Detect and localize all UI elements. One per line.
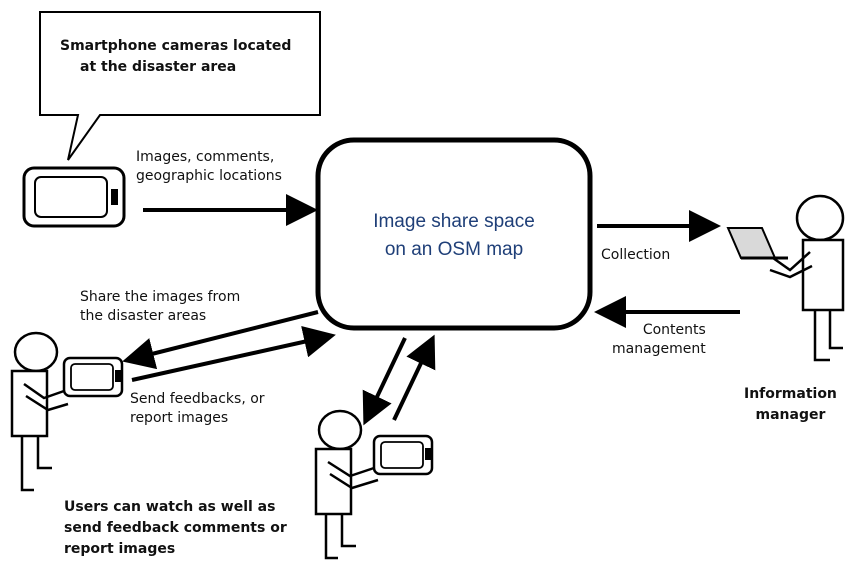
- contents-management-label: Contents management: [612, 321, 706, 359]
- image-share-space-box: [315, 137, 593, 331]
- speech-bubble-line-2: at the disaster area: [80, 59, 237, 75]
- collection-label: Collection: [601, 247, 671, 263]
- left-user-figure: [10, 331, 69, 492]
- information-manager-caption: Information manager: [744, 384, 837, 426]
- speech-bubble: [39, 11, 321, 161]
- share-label-line-1: Share the images from: [80, 289, 241, 305]
- contents-label-line-2: management: [612, 341, 706, 357]
- information-manager-figure: [769, 194, 845, 362]
- share-images-label: Share the images from the disaster areas: [80, 288, 240, 326]
- laptop-icon: [726, 227, 788, 260]
- share-label-line-2: the disaster areas: [80, 308, 207, 324]
- upload-label: Images, comments, geographic locations: [136, 148, 282, 186]
- users-caption-line-1: Users can watch as well as: [64, 499, 276, 515]
- center-box-line-2: on an OSM map: [384, 239, 524, 260]
- upload-label-line-1: Images, comments,: [136, 149, 275, 165]
- upload-label-line-2: geographic locations: [136, 168, 282, 184]
- smartphone-icon: [22, 166, 126, 228]
- bottom-user-figure: [314, 409, 379, 560]
- speech-bubble-line-1: Smartphone cameras located: [60, 38, 292, 54]
- center-box-line-1: Image share space: [373, 211, 535, 232]
- center-box-title: Image share space on an OSM map: [318, 208, 590, 264]
- manager-caption-line-1: Information: [744, 386, 837, 402]
- down-to-user-arrow: [362, 337, 407, 426]
- left-user-smartphone-icon: [62, 356, 124, 398]
- speech-bubble-text: Smartphone cameras located at the disast…: [60, 36, 291, 78]
- users-caption-line-2: send feedback comments or: [64, 520, 287, 536]
- feedback-label-line-1: Send feedbacks, or: [130, 391, 265, 407]
- share-images-arrow: [122, 310, 319, 370]
- users-caption-line-3: report images: [64, 541, 176, 557]
- up-from-user-arrow: [392, 334, 436, 421]
- contents-label-line-1: Contents: [642, 322, 706, 338]
- users-caption: Users can watch as well as send feedback…: [64, 497, 287, 560]
- send-feedback-arrow: [131, 326, 336, 382]
- bottom-user-smartphone-icon: [372, 434, 434, 476]
- send-feedback-label: Send feedbacks, or report images: [130, 390, 265, 428]
- feedback-label-line-2: report images: [130, 410, 229, 426]
- manager-caption-line-2: manager: [755, 407, 826, 423]
